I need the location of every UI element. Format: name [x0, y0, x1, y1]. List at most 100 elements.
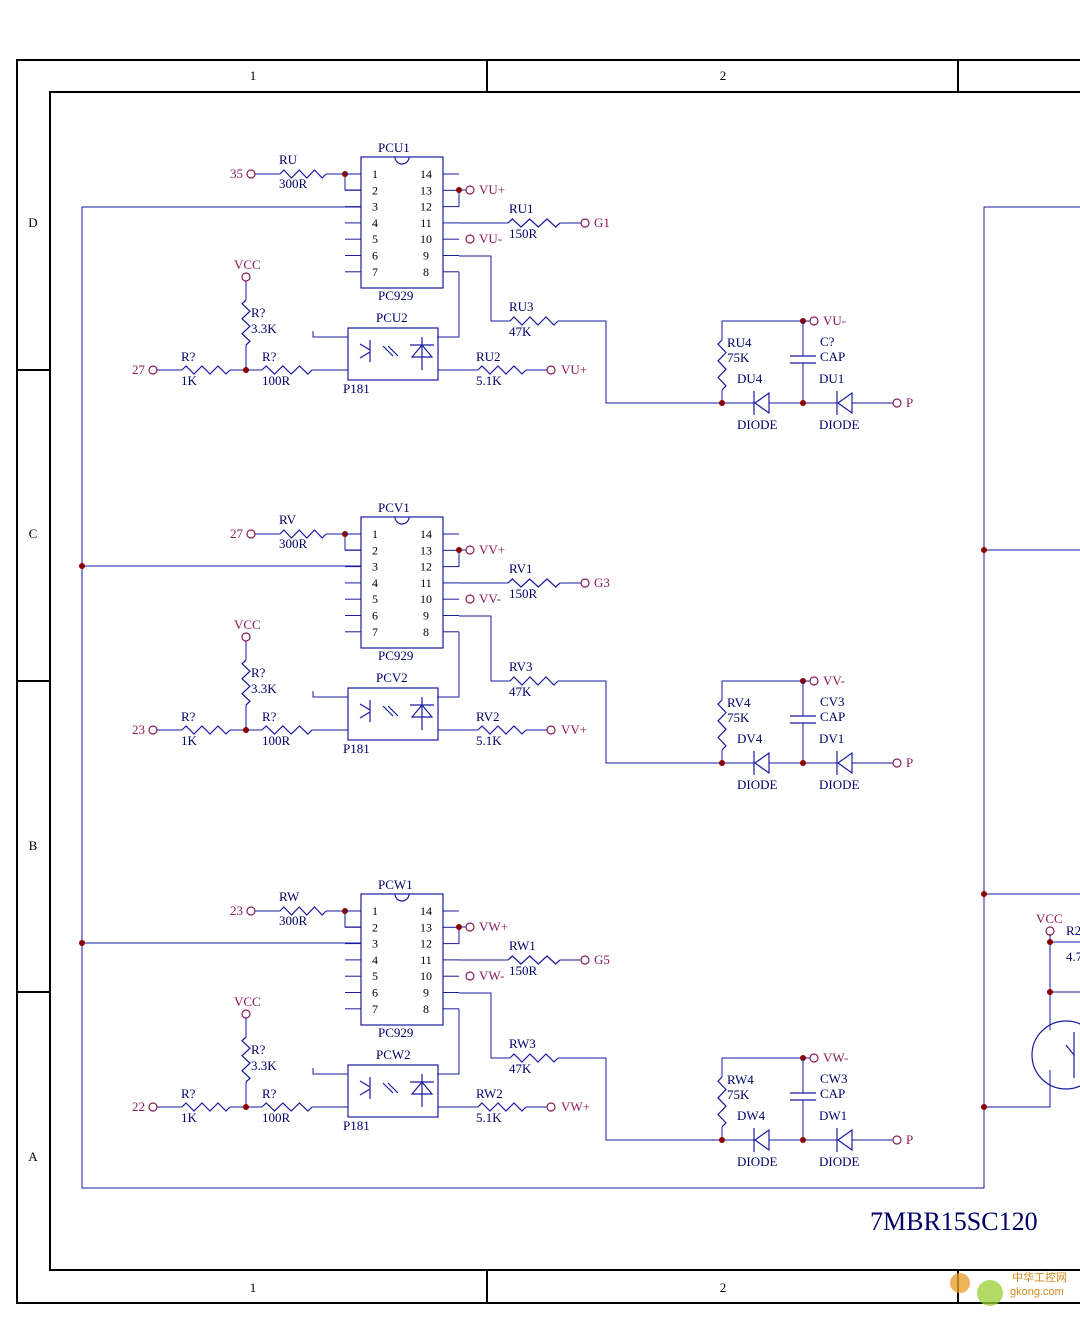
opto-type-label: P181 — [343, 741, 370, 756]
zone-col-2-top: 2 — [720, 68, 727, 83]
title-block-part-number: 7MBR15SC120 — [870, 1207, 1038, 1236]
ic-pin-left: 4 — [372, 953, 378, 967]
vcc-label: VCC — [234, 257, 261, 272]
watermark-text-cn: 中华工控网 — [1012, 1270, 1067, 1284]
ic-pin-right: 14 — [420, 167, 432, 181]
zone-row-d: D — [28, 215, 37, 230]
ic-pin-right: 12 — [420, 937, 432, 951]
zone-row-b: B — [29, 838, 38, 853]
pin13-net-label: VW+ — [479, 919, 508, 934]
gate-output-resistor-value: 150R — [509, 963, 538, 978]
ic-pin-left: 7 — [372, 625, 378, 639]
diode1-ref: DU1 — [819, 371, 844, 386]
ic-pin-left: 1 — [372, 167, 378, 181]
gate-resistor-value: 300R — [279, 536, 308, 551]
opto-body — [347, 1064, 439, 1118]
ic-pin-left: 7 — [372, 265, 378, 279]
ic-pin-left: 3 — [372, 200, 378, 214]
pin10-net-label: VU- — [479, 231, 502, 246]
series-resistor-ref: R? — [262, 709, 277, 724]
ic-pin-left: 2 — [372, 920, 378, 934]
opto-resistor-value: 5.1K — [476, 373, 502, 388]
opto-input-port-label: 22 — [132, 1099, 145, 1114]
ic-pin-right: 10 — [420, 592, 432, 606]
opto-net-label: VU+ — [561, 362, 587, 377]
right-res-value: 4.7 — [1066, 949, 1080, 964]
pullup-resistor-value: 3.3K — [251, 1058, 277, 1073]
ic-pin-right: 9 — [423, 249, 429, 263]
diode1-type: DIODE — [819, 777, 859, 792]
ic-pin-left: 5 — [372, 969, 378, 983]
gate-output-resistor-value: 150R — [509, 586, 538, 601]
ic-pin-right: 11 — [420, 953, 432, 967]
vcc-label: VCC — [234, 994, 261, 1009]
diode1-type: DIODE — [819, 1154, 859, 1169]
opto-body — [347, 687, 439, 741]
diode4-type: DIODE — [737, 417, 777, 432]
pin13-net-label: VV+ — [479, 542, 505, 557]
gate-resistor-ref: RU — [279, 152, 298, 167]
ic-pin-right: 8 — [423, 625, 429, 639]
gate-output-resistor-ref: RU1 — [509, 201, 534, 216]
ic-pin-right: 14 — [420, 527, 432, 541]
pullup-resistor-value: 3.3K — [251, 681, 277, 696]
ic-pin-left: 2 — [372, 183, 378, 197]
ic-pin-left: 1 — [372, 904, 378, 918]
p-net-label: P — [906, 395, 913, 410]
watermark-text-url: gkong.com — [1010, 1286, 1064, 1298]
ic-pin-right: 14 — [420, 904, 432, 918]
ic-pin-right: 8 — [423, 265, 429, 279]
ic-pin-right: 8 — [423, 1002, 429, 1016]
ic-pin-left: 6 — [372, 249, 378, 263]
opto-body — [347, 327, 439, 381]
opto-designator: PCV2 — [376, 670, 408, 685]
pullup-resistor-ref: R? — [251, 665, 266, 680]
diode4-ref: DU4 — [737, 371, 763, 386]
desat-resistor-value: 47K — [509, 684, 532, 699]
ic-pin-right: 9 — [423, 609, 429, 623]
gate-resistor-value: 300R — [279, 176, 308, 191]
opto-resistor-ref: RW2 — [476, 1086, 503, 1101]
desat-resistor-value: 47K — [509, 324, 532, 339]
ic-pin-left: 3 — [372, 937, 378, 951]
ic-pin-right: 11 — [420, 576, 432, 590]
opto-net-label: VV+ — [561, 722, 587, 737]
ic-pin-right: 12 — [420, 560, 432, 574]
cap-net-label: VU- — [823, 313, 846, 328]
ic-pin-right: 13 — [420, 183, 432, 197]
outer-frame — [16, 59, 1080, 1304]
capacitor-ref: CW3 — [820, 1071, 847, 1086]
capacitor-ref: C? — [820, 334, 835, 349]
pin10-net-label: VW- — [479, 968, 504, 983]
gate-output-resistor-value: 150R — [509, 226, 538, 241]
right-vcc-label: VCC — [1036, 911, 1063, 926]
vcc-label: VCC — [234, 617, 261, 632]
diode4-ref: DV4 — [737, 731, 763, 746]
desat-resistor-ref: RW3 — [509, 1036, 536, 1051]
series-resistor-ref: R? — [262, 1086, 277, 1101]
ic-type-label: PC929 — [378, 288, 413, 303]
series-resistor-value: 100R — [262, 1110, 291, 1125]
diode1-type: DIODE — [819, 417, 859, 432]
pullup-resistor-value: 3.3K — [251, 321, 277, 336]
gate-resistor-value: 300R — [279, 913, 308, 928]
ic-type-label: PC929 — [378, 648, 413, 663]
diode4-type: DIODE — [737, 777, 777, 792]
zone-row-a: A — [28, 1149, 38, 1164]
ic-pin-right: 10 — [420, 232, 432, 246]
gate-resistor-ref: RV — [279, 512, 297, 527]
ic-pin-left: 3 — [372, 560, 378, 574]
opto-input-port-label: 23 — [132, 722, 145, 737]
opto-type-label: P181 — [343, 1118, 370, 1133]
diode1-ref: DW1 — [819, 1108, 847, 1123]
opto-net-label: VW+ — [561, 1099, 590, 1114]
opto-type-label: P181 — [343, 381, 370, 396]
input-port-label: 35 — [230, 166, 243, 181]
input-resistor-ref: R? — [181, 709, 196, 724]
ic-pin-left: 6 — [372, 609, 378, 623]
ic-pin-left: 5 — [372, 592, 378, 606]
capacitor-type: CAP — [820, 709, 845, 724]
ic-pin-right: 13 — [420, 920, 432, 934]
